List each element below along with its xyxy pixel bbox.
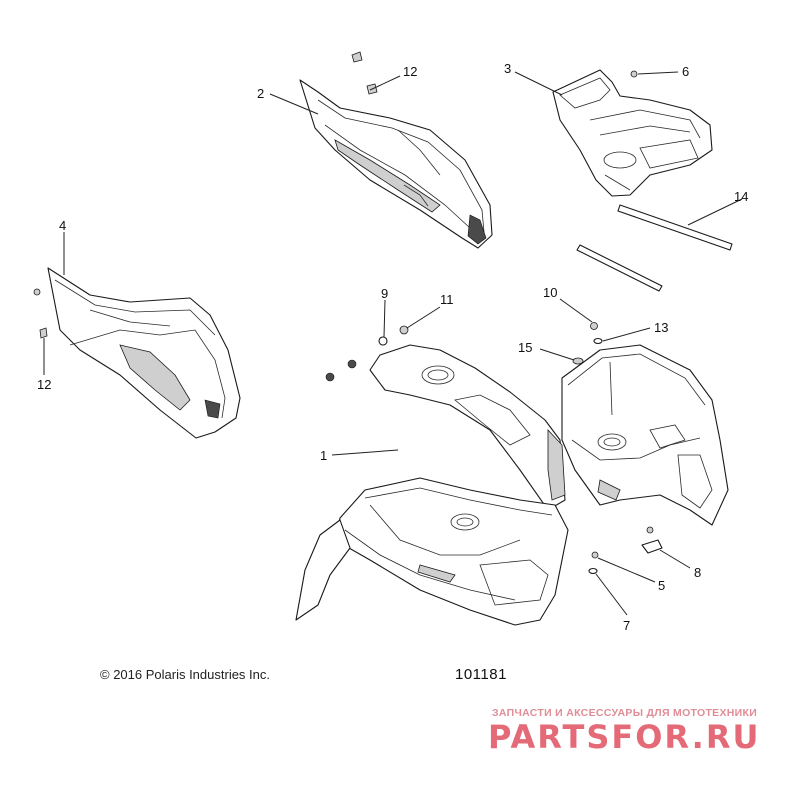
- leader-lines: [43, 71, 743, 616]
- part-rear-storage-box: [561, 344, 729, 526]
- callout-3: 3: [504, 61, 511, 76]
- watermark-logo: PARTSFOR.RU: [488, 718, 761, 756]
- callout-4: 4: [59, 218, 66, 233]
- callout-labels: 1 2 3 4 5 6 7 8 9 10 11 12 12 13 14 15: [37, 61, 748, 633]
- part-3-console: [552, 69, 713, 197]
- callout-8: 8: [694, 565, 701, 580]
- callout-2: 2: [257, 86, 264, 101]
- callout-14: 14: [734, 189, 748, 204]
- part-1-front-fender: [295, 344, 569, 626]
- callout-9: 9: [381, 286, 388, 301]
- fastener-hardware: [33, 51, 663, 575]
- watermark-tagline: ЗАПЧАСТИ И АКСЕССУАРЫ ДЛЯ МОТОТЕХНИКИ: [492, 707, 758, 719]
- callout-5: 5: [658, 578, 665, 593]
- part-14-rod: [576, 204, 733, 292]
- callout-10: 10: [543, 285, 557, 300]
- part-2-side-panel: [299, 79, 493, 249]
- callout-13: 13: [654, 320, 668, 335]
- figure-number: 101181: [455, 666, 507, 683]
- callout-12-top: 12: [403, 64, 417, 79]
- copyright-notice: © 2016 Polaris Industries Inc.: [100, 667, 270, 682]
- callout-12-left: 12: [37, 377, 51, 392]
- callout-1: 1: [320, 448, 327, 463]
- callout-7: 7: [623, 618, 630, 633]
- part-4-side-panel: [47, 267, 241, 439]
- callout-15: 15: [518, 340, 532, 355]
- callout-6: 6: [682, 64, 689, 79]
- callout-11: 11: [440, 292, 454, 307]
